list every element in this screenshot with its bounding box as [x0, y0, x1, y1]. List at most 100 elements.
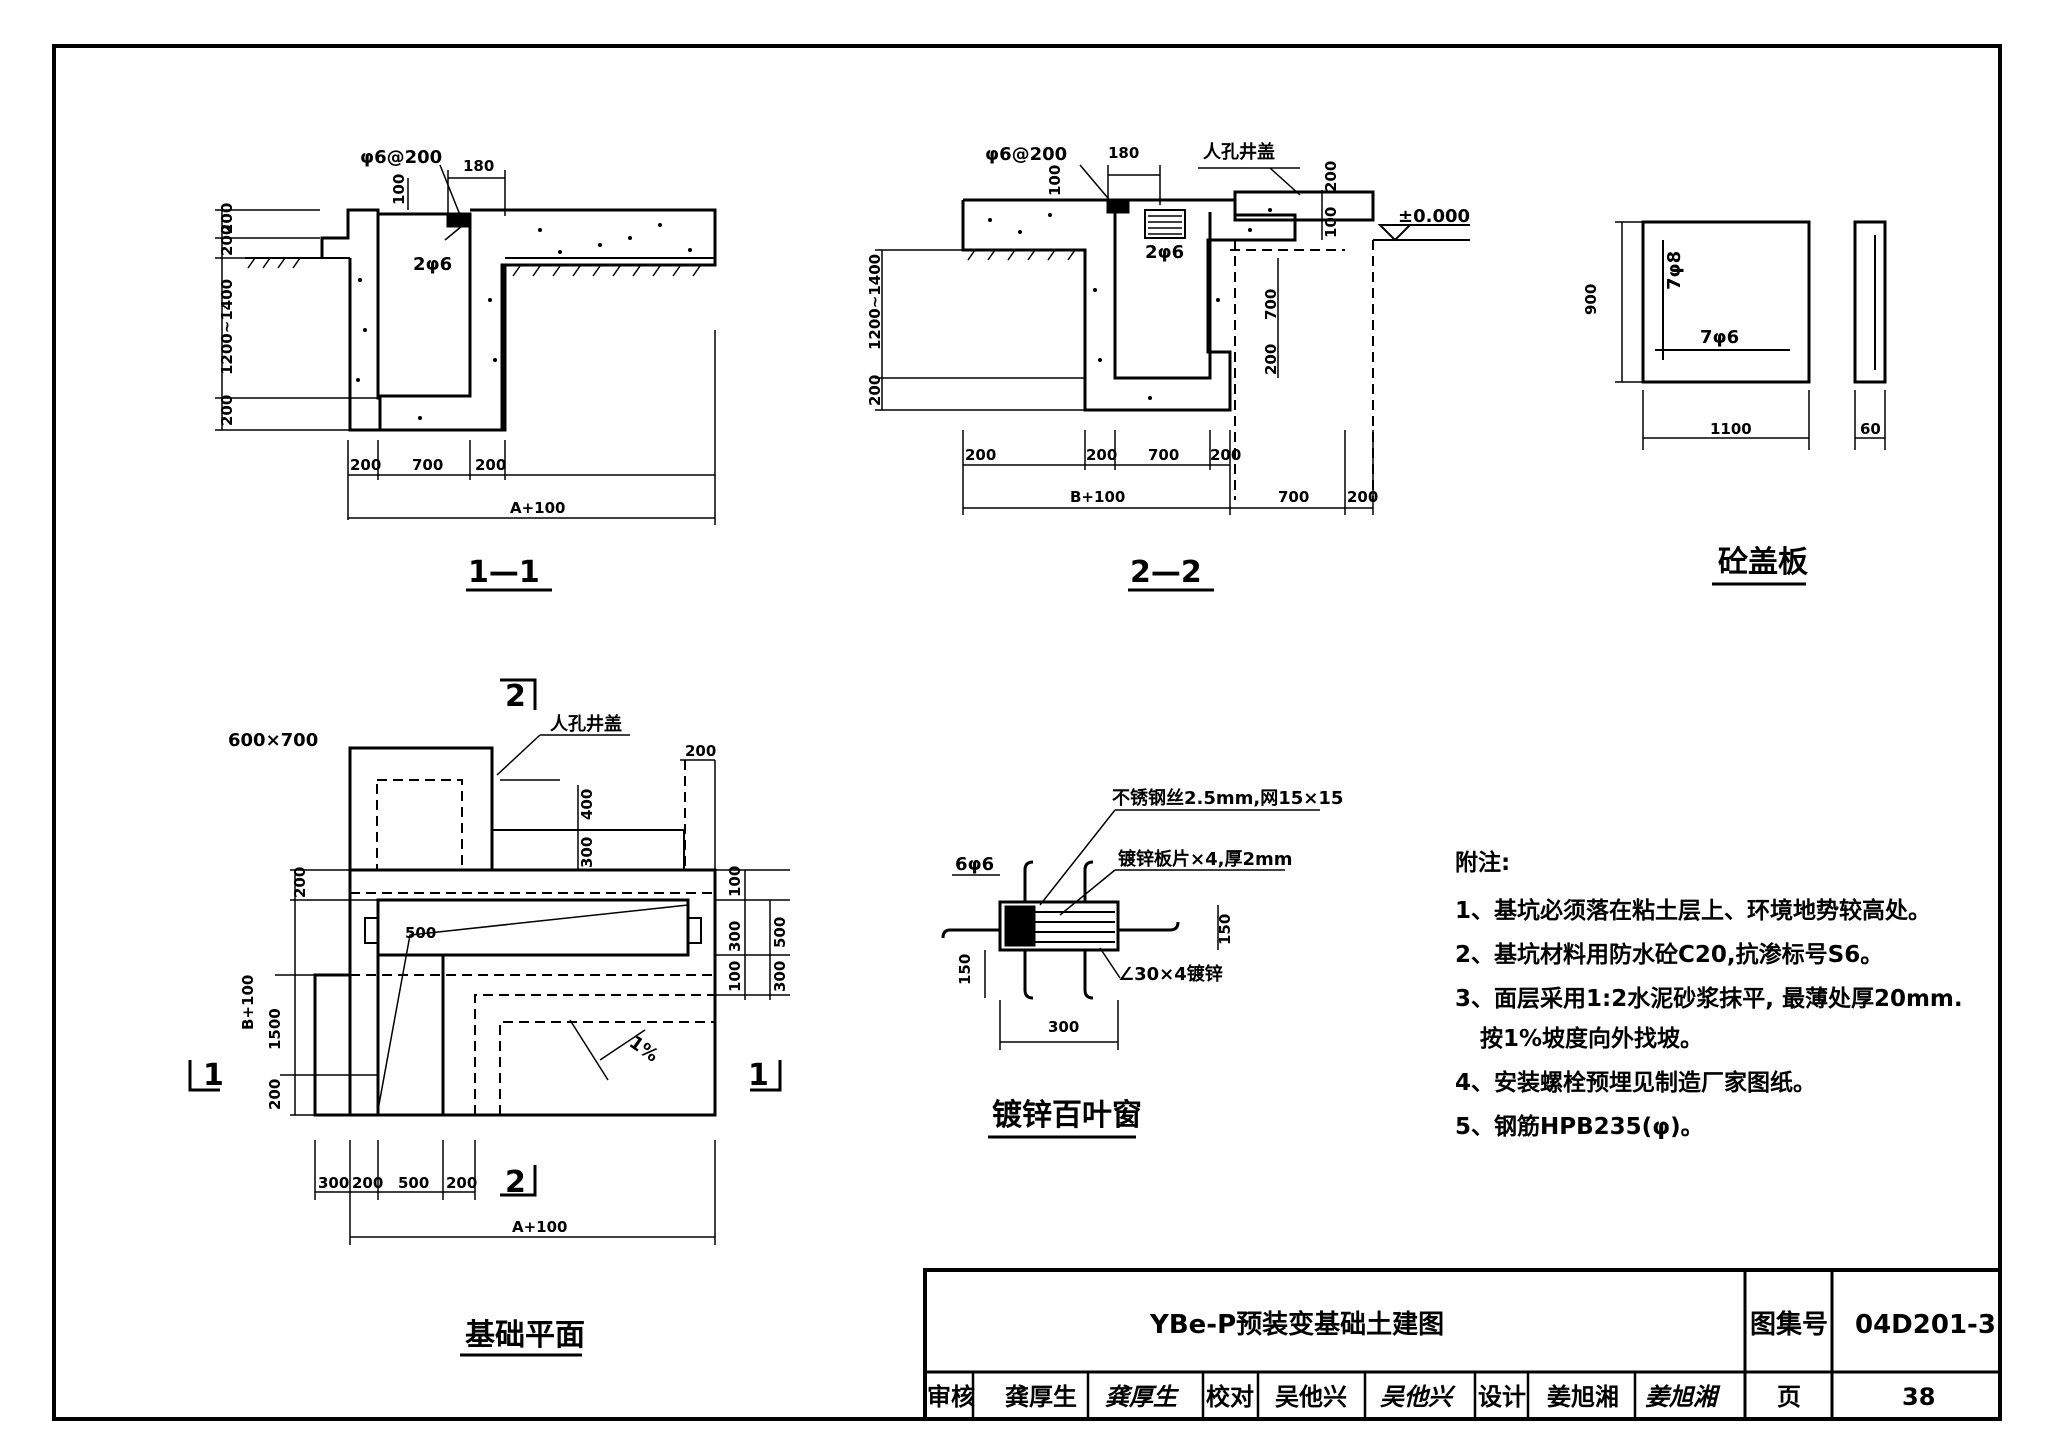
plan-manhole: 人孔井盖 [550, 713, 622, 735]
section-2-2-w200c: 200 [1210, 446, 1241, 464]
note-item-2: 2、基坑材料用防水砼C20,抗渗标号S6。 [1455, 941, 1883, 968]
note-item-3: 3、面层采用1:2水泥砂浆抹平, 最薄处厚20mm. [1455, 985, 1963, 1012]
section-1-1-rebar-top: φ6@200 [360, 147, 442, 168]
plan-section-mark-2-bottom: 2 [505, 1165, 526, 1200]
section-1-1-w200r: 200 [475, 456, 506, 474]
plan-title: 基础平面 [465, 1318, 585, 1353]
plan-w200b: 200 [446, 1174, 477, 1192]
section-2-2-manhole: 人孔井盖 [1203, 141, 1275, 163]
atlas-number: 04D201-3 [1855, 1310, 1996, 1340]
cover-height: 900 [1582, 284, 1600, 315]
plan-r100b: 100 [726, 961, 744, 992]
plan-section-mark-1-left: 1 [203, 1058, 224, 1093]
cover-plate [1615, 220, 1887, 450]
notes: 附注: 1、基坑必须落在粘土层上、环境地势较高处。 2、基坑材料用防水砼C20,… [1455, 849, 1963, 1140]
plan-r300: 300 [726, 921, 744, 952]
section-1-1-w700: 700 [412, 456, 443, 474]
plan-labels: 2 2 1 1 600×700 人孔井盖 1% 200 400 300 200 … [203, 679, 789, 1357]
drawing-title: YBe-P预装变基础土建图 [1149, 1309, 1444, 1340]
section-1-1-w200l: 200 [350, 456, 381, 474]
design-label: 设计 [1478, 1383, 1526, 1411]
section-2-2-dim-100b: 100 [1322, 207, 1340, 238]
cover-plate-labels: 7φ8 7φ6 900 1100 60 砼盖板 [1582, 251, 1881, 586]
section-2-2 [875, 164, 1470, 515]
plan-w300: 300 [318, 1174, 349, 1192]
checker-name: 吴他兴 [1275, 1383, 1347, 1411]
title-block [923, 1268, 2002, 1421]
section-1-1-total: A+100 [510, 499, 566, 517]
reviewer-signature: 龚厚生 [1105, 1383, 1180, 1411]
section-2-2-dim-180: 180 [1108, 144, 1139, 162]
cover-rebar-h: 7φ6 [1700, 327, 1739, 348]
plan-dim-200l: 200 [291, 867, 309, 898]
section-2-2-dim-700v: 700 [1262, 289, 1280, 320]
check-label: 校对 [1206, 1383, 1254, 1411]
louver-angle: ∠30×4镀锌 [1118, 963, 1223, 985]
cover-rebar-v: 7φ8 [1664, 251, 1685, 290]
section-1-1-rebar-bar: 2φ6 [413, 254, 452, 275]
designer-name: 姜旭湘 [1547, 1383, 1619, 1411]
section-2-2-w700b: 700 [1278, 488, 1309, 506]
louver-150b: 150 [956, 954, 974, 985]
section-2-2-total-b: B+100 [1070, 488, 1125, 506]
plan-dim-200top: 200 [685, 742, 716, 760]
section-2-2-dim-200v: 200 [1262, 344, 1280, 375]
cover-width: 1100 [1710, 420, 1752, 438]
louver-title: 镀锌百叶窗 [992, 1098, 1142, 1133]
plan-slope: 1% [625, 1032, 662, 1067]
section-1-1-title: 1—1 [468, 555, 540, 590]
section-2-2-dim-200top: 200 [1322, 161, 1340, 192]
note-item-3-cont: 按1%坡度向外找坡。 [1480, 1025, 1703, 1052]
louver-150a: 150 [1216, 914, 1234, 945]
section-2-2-dim-100: 100 [1046, 165, 1064, 196]
review-label: 审核 [927, 1383, 975, 1411]
plan-200b: 200 [266, 1079, 284, 1110]
section-2-2-w200a: 200 [965, 446, 996, 464]
louver-blades: 镀锌板片×4,厚2mm [1118, 848, 1292, 870]
note-item-1: 1、基坑必须落在粘土层上、环境地势较高处。 [1455, 897, 1931, 924]
plan-w500: 500 [398, 1174, 429, 1192]
plan-dim-400: 400 [578, 789, 596, 820]
plan-total: A+100 [512, 1218, 568, 1236]
section-2-2-elevation: ±0.000 [1398, 206, 1470, 227]
page-number: 38 [1902, 1383, 1935, 1411]
section-2-2-rebar-bar: 2φ6 [1145, 242, 1184, 263]
plan-dim-300: 300 [578, 837, 596, 868]
note-item-4: 4、安装螺栓预埋见制造厂家图纸。 [1455, 1069, 1816, 1096]
checker-signature: 吴他兴 [1380, 1383, 1456, 1411]
section-1-1-dim-depth: 1200~1400 [218, 279, 236, 375]
note-item-5: 5、钢筋HPB235(φ)。 [1455, 1113, 1704, 1140]
section-2-2-w200b: 200 [1086, 446, 1117, 464]
louver-300: 300 [1048, 1018, 1079, 1036]
atlas-label: 图集号 [1750, 1309, 1828, 1340]
plan-1500: 1500 [266, 1008, 284, 1050]
louver-mesh: 不锈钢丝2.5mm,网15×15 [1112, 787, 1343, 809]
section-2-2-title: 2—2 [1130, 555, 1202, 590]
section-1-1-dim-200c: 200 [218, 395, 236, 426]
section-1-1 [215, 164, 717, 525]
plan-r100a: 100 [726, 866, 744, 897]
section-2-2-rebar-top: φ6@200 [985, 144, 1067, 165]
designer-signature: 姜旭湘 [1645, 1383, 1721, 1411]
section-1-1-dim-200a: 200 [218, 203, 236, 234]
foundation-plan [188, 678, 790, 1245]
plan-b100: B+100 [239, 975, 257, 1030]
section-1-1-labels: φ6@200 180 100 2φ6 200 200 1200~1400 200… [218, 147, 566, 592]
section-1-1-dim-180: 180 [463, 157, 494, 175]
cover-plate-title: 砼盖板 [1718, 545, 1808, 580]
plan-section-mark-2-top: 2 [505, 679, 526, 714]
title-block-text: YBe-P预装变基础土建图 图集号 04D201-3 审核 龚厚生 龚厚生 校对… [927, 1309, 1996, 1411]
section-2-2-dim-200l: 200 [866, 375, 884, 406]
section-2-2-w200d: 200 [1347, 488, 1378, 506]
plan-opening: 600×700 [228, 730, 318, 751]
louver-detail [941, 809, 1320, 1050]
page-label: 页 [1777, 1383, 1801, 1411]
section-1-1-dim-200b: 200 [218, 225, 236, 256]
plan-section-mark-1-right: 1 [748, 1058, 769, 1093]
plan-r500: 500 [771, 917, 789, 948]
sheet-border [52, 44, 2002, 1421]
reviewer-name: 龚厚生 [1005, 1383, 1077, 1411]
section-2-2-labels: φ6@200 180 人孔井盖 100 200 100 ±0.000 2φ6 1… [866, 141, 1470, 592]
plan-r300b: 300 [771, 961, 789, 992]
